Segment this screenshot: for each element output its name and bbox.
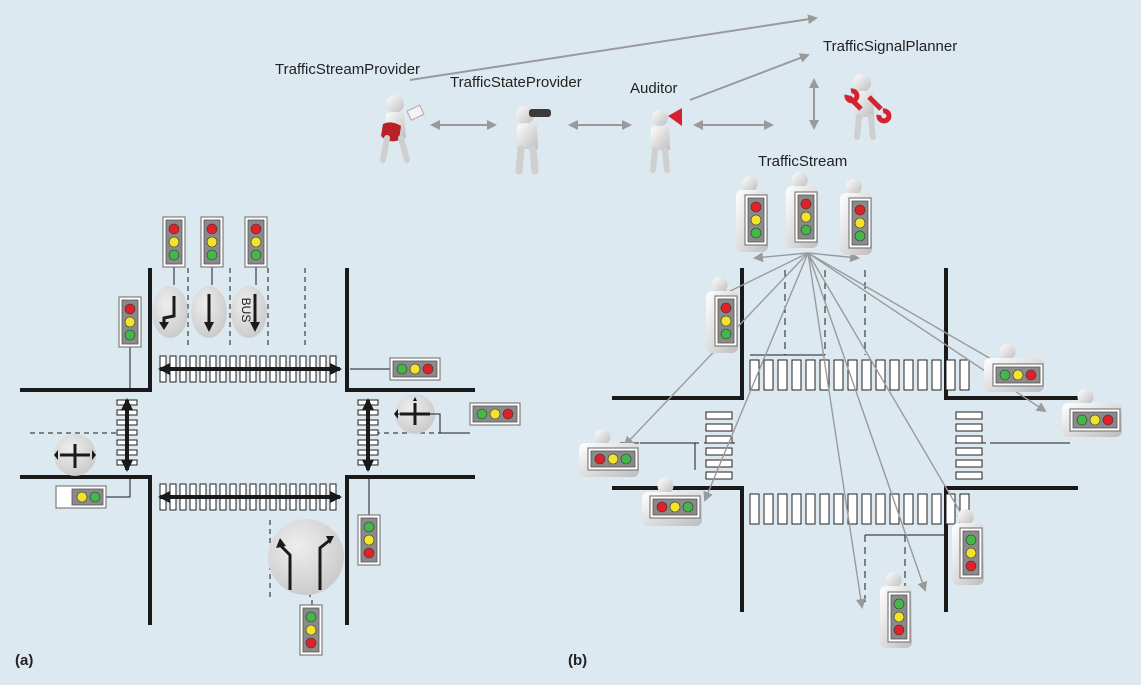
road-edges-b <box>612 268 1078 612</box>
label-traffic-stream: TrafficStream <box>758 153 848 170</box>
traffic-light-icon <box>118 296 142 348</box>
traffic-light-icon <box>794 191 818 243</box>
bus-lane-sign-icon: BUS <box>231 286 267 338</box>
stream-arrow <box>807 252 866 609</box>
stream-arrow <box>753 252 809 263</box>
traffic-lights-b <box>579 172 1122 648</box>
label-traffic-state-provider: TrafficStateProvider <box>450 74 582 91</box>
straight-sign-icon <box>191 286 227 338</box>
intersection-a: BUS <box>20 216 521 656</box>
intersection-b <box>579 172 1122 648</box>
traffic-light-icon <box>848 197 872 249</box>
traffic-light-icon <box>744 194 768 246</box>
traffic-light-icon <box>992 363 1044 387</box>
panel-label-b: (b) <box>568 652 588 669</box>
stream-arrow <box>703 252 809 502</box>
traffic-light-icon <box>1069 408 1121 432</box>
turn-sign-icon <box>268 519 344 595</box>
traffic-light-icon <box>714 295 738 347</box>
crosswalks-b <box>705 359 983 525</box>
label-traffic-stream-provider: TrafficStreamProvider <box>275 61 421 78</box>
agent-flow-arrows <box>409 14 819 130</box>
traffic-light-icon <box>469 402 521 426</box>
left-turn-sign-icon <box>152 286 188 338</box>
lane-edges-b <box>640 354 1065 536</box>
person-with-wrench-icon <box>844 74 892 140</box>
traffic-lights-a <box>55 216 521 656</box>
arrow-auditor-to-planner <box>689 53 810 101</box>
left-right-turn-sign-icon <box>54 434 96 476</box>
traffic-light-icon <box>357 514 381 566</box>
stream-arrows-b <box>623 252 1047 609</box>
traffic-light-icon <box>162 216 186 268</box>
stream-arrow <box>807 252 860 263</box>
stream-arrow <box>807 252 928 592</box>
arrow-provider-to-planner <box>409 14 818 81</box>
traffic-light-icon <box>244 216 268 268</box>
pedestrian-arrows-a <box>121 363 374 503</box>
traffic-light-icon <box>959 527 983 579</box>
bus-lane-label: BUS <box>239 298 253 323</box>
label-auditor: Auditor <box>630 80 678 97</box>
person-with-envelope-icon <box>380 95 425 163</box>
traffic-light-icon <box>389 357 441 381</box>
person-with-megaphone-icon <box>650 108 682 173</box>
lane-signs-a: BUS <box>54 286 435 595</box>
road-edges-a <box>20 268 475 625</box>
traffic-light-icon <box>649 495 701 519</box>
stream-arrow <box>718 252 809 297</box>
person-with-binoculars-icon <box>515 106 551 175</box>
traffic-light-icon <box>299 604 323 656</box>
traffic-light-icon <box>200 216 224 268</box>
traffic-light-icon <box>587 447 639 471</box>
label-traffic-signal-planner: TrafficSignalPlanner <box>823 38 958 55</box>
traffic-light-icon <box>887 591 911 643</box>
stream-arrow <box>807 252 1012 372</box>
lane-dividers-b <box>620 270 1070 605</box>
stream-arrow <box>807 252 967 522</box>
crosswalks-a <box>116 355 379 511</box>
traffic-light-icon <box>55 485 107 509</box>
panel-label-a: (a) <box>15 652 34 669</box>
